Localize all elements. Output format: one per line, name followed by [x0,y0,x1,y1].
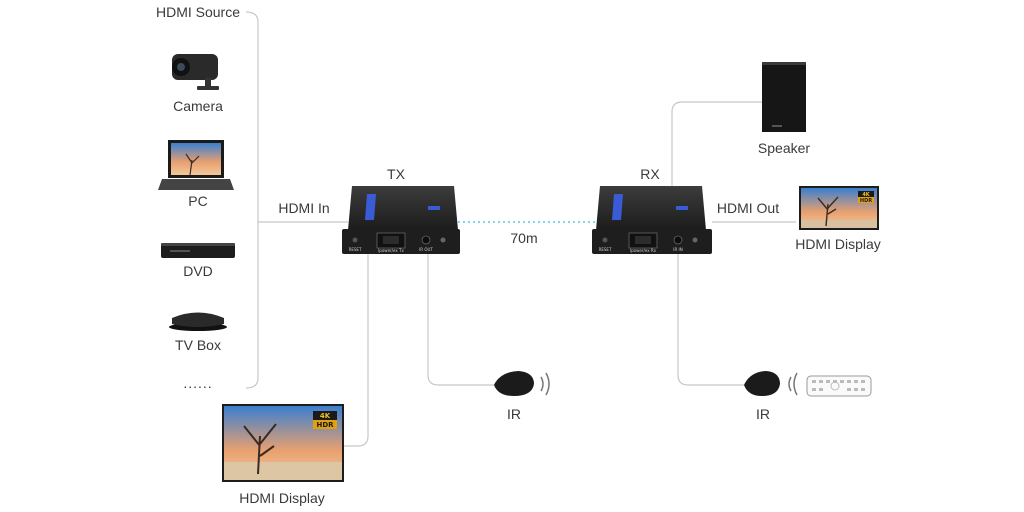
rx-display-label: HDMI Display [795,236,881,252]
tx-ir-label: IR [507,406,521,422]
tx-ir-wave-icon [540,376,544,392]
tx-ir-receiver-icon [494,371,550,396]
tx-reset-button [352,237,358,243]
rx-reset-button [602,237,608,243]
rx-top-logo [676,206,688,210]
tv-box-label: TV Box [175,337,221,353]
tv-box-icon [169,312,227,331]
rx-display-icon: 4K HDR [799,186,879,230]
tx-top-label-strip [365,194,376,220]
tx-port-reset: RESET [349,247,362,252]
laptop-icon [158,140,234,190]
camera-label: Camera [173,98,223,114]
connector-lines [245,11,796,447]
tx-top-logo [428,206,440,210]
hdmi-out-label: HDMI Out [717,200,779,216]
rx-hdr-badge: HDR [860,198,872,204]
pc-label: PC [188,193,207,209]
tx-display-label: HDMI Display [239,490,325,506]
hdmi-in-label: HDMI In [278,200,329,216]
source-group-title: HDMI Source [156,4,240,20]
speaker-line [671,101,762,190]
tx-port-ir: IR OUT [419,247,433,252]
tx-label: TX [387,166,406,182]
rx-label: RX [640,166,660,182]
more-sources-ellipsis: ...... [183,375,212,391]
tx-led [440,237,446,243]
rx-ir-port [673,235,683,245]
distance-label: 70m [510,230,537,246]
tx-ir-line [427,254,494,386]
tx-4k-badge: 4K [320,412,331,420]
rx-4k-badge: 4K [862,192,870,198]
tx-display-icon: 4K HDR [222,404,344,482]
speaker-icon [762,62,806,132]
rx-ir-label: IR [756,406,770,422]
rx-port-ir: IR IN [673,247,682,252]
source-bracket [245,11,259,389]
dvd-label: DVD [183,263,213,279]
rx-receiver: RESET Ipower/ex Rx IR IN [592,186,712,254]
rx-ir-receiver-icon [744,371,798,396]
tx-hdr-badge: HDR [316,421,334,429]
speaker-label: Speaker [758,140,810,156]
rx-ir-wave-icon [788,376,792,392]
rx-port-lan: Ipower/ex Rx [630,248,657,253]
camera-icon [172,54,219,90]
rx-top-label-strip [612,194,623,220]
rx-led [692,237,698,243]
rx-port-reset: RESET [599,247,612,252]
tx-ir-port [421,235,431,245]
remote-control-icon [806,375,872,397]
tx-port-lan: Ipower/ex Tx [378,248,404,253]
tx-display-line [344,254,369,447]
rx-ir-line [677,254,744,386]
tx-transmitter: RESET Ipower/ex Tx IR OUT [342,186,460,254]
dvd-player-icon [161,243,235,258]
